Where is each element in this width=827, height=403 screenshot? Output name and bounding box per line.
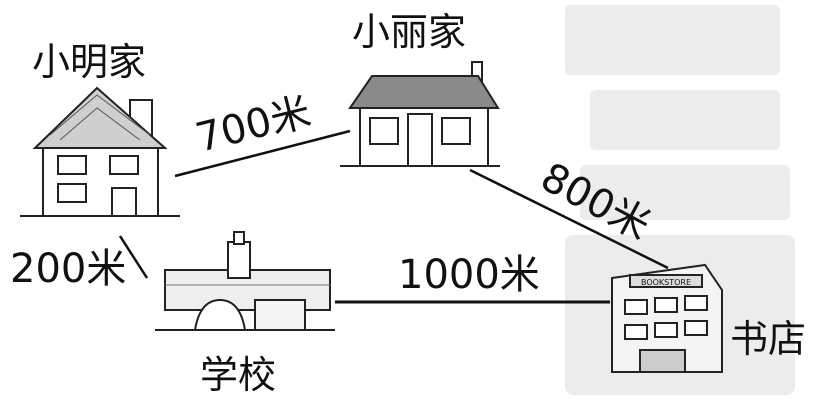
xiaoming-home-label: 小明家 xyxy=(32,40,146,84)
bookstore-sign-text: BOOKSTORE xyxy=(641,278,691,287)
xiaoli-home-label: 小丽家 xyxy=(352,10,466,54)
bookstore-icon xyxy=(611,263,723,373)
xiaoli-house-icon xyxy=(340,61,500,167)
school-label: 学校 xyxy=(200,353,276,397)
route-line-xiaoli-bookstore xyxy=(469,168,669,270)
route-line-xiaoming-school xyxy=(118,235,149,279)
bookstore-label: 书店 xyxy=(730,317,806,361)
distance-label-xiaoming-xiaoli: 700米 xyxy=(191,89,315,162)
distance-label-xiaoming-school: 200米 xyxy=(10,246,126,292)
route-line-xiaoming-xiaoli xyxy=(174,129,351,178)
xiaoming-house-icon xyxy=(20,86,180,217)
distance-label-school-bookstore: 1000米 xyxy=(398,252,540,298)
school-icon xyxy=(155,231,335,331)
